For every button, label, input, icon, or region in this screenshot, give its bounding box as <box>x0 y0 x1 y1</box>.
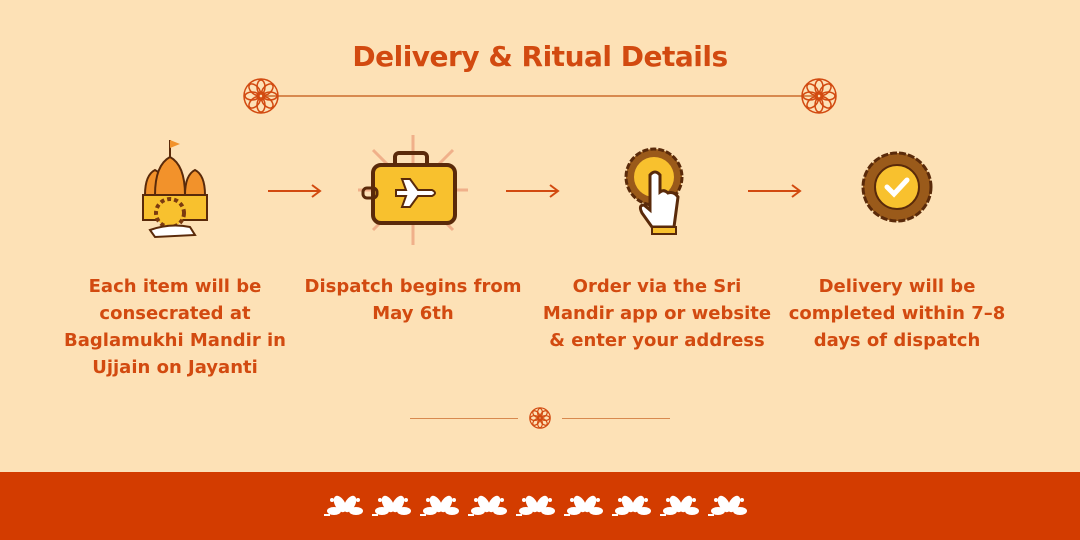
step-text: Each item will be consecrated at Baglamu… <box>64 276 286 378</box>
mandala-icon <box>529 407 551 429</box>
mandala-icon <box>801 78 837 114</box>
step-delivery: Delivery will be completed within 7–8 da… <box>782 135 1012 354</box>
lotus-border-icon <box>324 493 747 516</box>
divider <box>262 95 818 97</box>
step-dispatch: Dispatch begins from May 6th <box>298 135 528 327</box>
step-order: Order via the Sri Mandir app or website … <box>542 135 772 354</box>
step-text: Order via the Sri Mandir app or website … <box>542 276 772 351</box>
temple-icon <box>142 140 208 239</box>
mandala-icon <box>243 78 279 114</box>
step-consecration: Each item will be consecrated at Baglamu… <box>60 135 290 381</box>
divider <box>562 418 670 419</box>
arrow-right-icon <box>748 184 802 198</box>
divider <box>410 418 518 419</box>
tap-button-icon <box>624 147 684 235</box>
arrow-right-icon <box>506 184 560 198</box>
step-text: Dispatch begins from May 6th <box>304 276 522 324</box>
suitcase-plane-icon <box>358 135 468 245</box>
check-badge-icon <box>861 151 933 223</box>
page-title: Delivery & Ritual Details <box>352 40 728 73</box>
arrow-right-icon <box>268 184 322 198</box>
step-text: Delivery will be completed within 7–8 da… <box>788 276 1006 351</box>
